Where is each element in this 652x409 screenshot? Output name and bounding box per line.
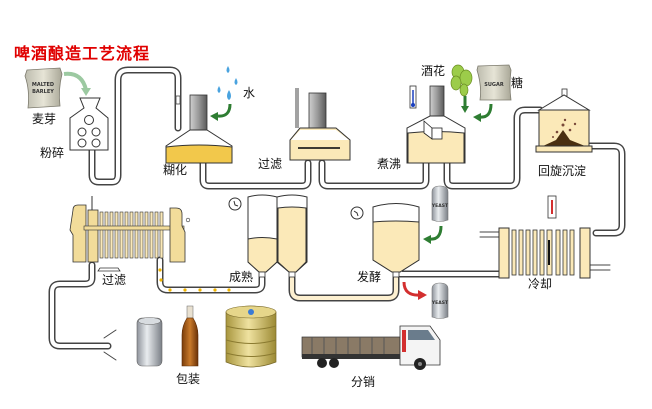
pipe-whirlpool-to-cooler — [586, 142, 626, 237]
malt-arrow-icon — [63, 71, 88, 91]
beer-bottle-icon — [181, 305, 199, 367]
label-maturation: 成熟 — [229, 270, 254, 284]
label-hops: 酒花 — [421, 64, 446, 78]
beer-can-icon — [136, 317, 163, 367]
svg-text:SUGAR: SUGAR — [484, 82, 504, 88]
svg-text:YEAST: YEAST — [431, 203, 449, 209]
svg-text:MALTED: MALTED — [32, 82, 54, 88]
pipe-maturation-to-filter — [156, 256, 266, 294]
cooler-heat-exchanger — [498, 227, 591, 279]
sugar-bag-icon: SUGAR — [476, 64, 512, 101]
svg-text:YEAST: YEAST — [431, 300, 449, 306]
plate-filter — [69, 196, 191, 272]
label-water: 水 — [243, 86, 256, 100]
label-malt: 麦芽 — [32, 112, 57, 126]
mill-icon — [69, 97, 109, 151]
pipe-mash-to-lauter — [199, 159, 312, 190]
label-lautering: 过滤 — [258, 157, 283, 171]
label-whirlpool: 回旋沉淀 — [538, 164, 587, 178]
label-fermentation: 发酵 — [357, 270, 382, 284]
fermenter-gauge-icon — [350, 206, 364, 220]
whirlpool-tank — [535, 88, 593, 153]
pipe-mill-to-mash — [88, 66, 182, 186]
maturation-tanks — [247, 194, 308, 278]
pipe-cooler-to-fermenter — [396, 264, 504, 278]
yeast-canister-in-icon: YEAST — [431, 185, 449, 222]
malt-bag-icon: MALTED BARLEY — [24, 67, 63, 109]
delivery-truck-icon — [301, 325, 441, 370]
yeast-out-arrow-icon — [402, 281, 421, 297]
label-distribution: 分销 — [351, 375, 376, 389]
beer-flow-dots — [158, 268, 231, 292]
pipe-fermenter-to-maturation — [288, 274, 400, 302]
sugar-arrow-icon — [479, 103, 493, 119]
label-mashing: 糊化 — [163, 163, 188, 177]
yeast-in-arrow-icon — [429, 225, 443, 241]
label-filtration: 过滤 — [102, 273, 127, 287]
lauter-tun — [289, 88, 351, 161]
yeast-canister-out-icon: YEAST — [431, 282, 449, 319]
label-packaging: 包装 — [176, 372, 201, 386]
diagram-title: 啤酒酿造工艺流程 — [14, 44, 151, 63]
pipe-filter-to-packaging — [48, 261, 112, 350]
svg-text:BARLEY: BARLEY — [32, 89, 54, 95]
pipe-lauter-to-kettle — [318, 159, 430, 190]
label-cooling: 冷却 — [528, 277, 553, 291]
water-arrow-icon — [217, 103, 232, 118]
hops-icon — [450, 64, 473, 97]
cooler-thermometer-icon — [547, 195, 557, 219]
mash-tun — [165, 94, 233, 164]
maturation-gauge-icon — [228, 197, 242, 211]
label-sugar: 糖 — [511, 76, 524, 90]
label-milling: 粉碎 — [40, 146, 65, 160]
beer-keg-icon — [225, 305, 277, 368]
thermometer-icon — [409, 85, 417, 109]
fermenter-tank — [372, 203, 420, 278]
label-boiling: 煮沸 — [377, 157, 402, 171]
pipe-kettle-to-whirlpool — [443, 106, 544, 190]
water-drops-icon — [217, 66, 238, 100]
brew-kettle — [406, 85, 466, 164]
